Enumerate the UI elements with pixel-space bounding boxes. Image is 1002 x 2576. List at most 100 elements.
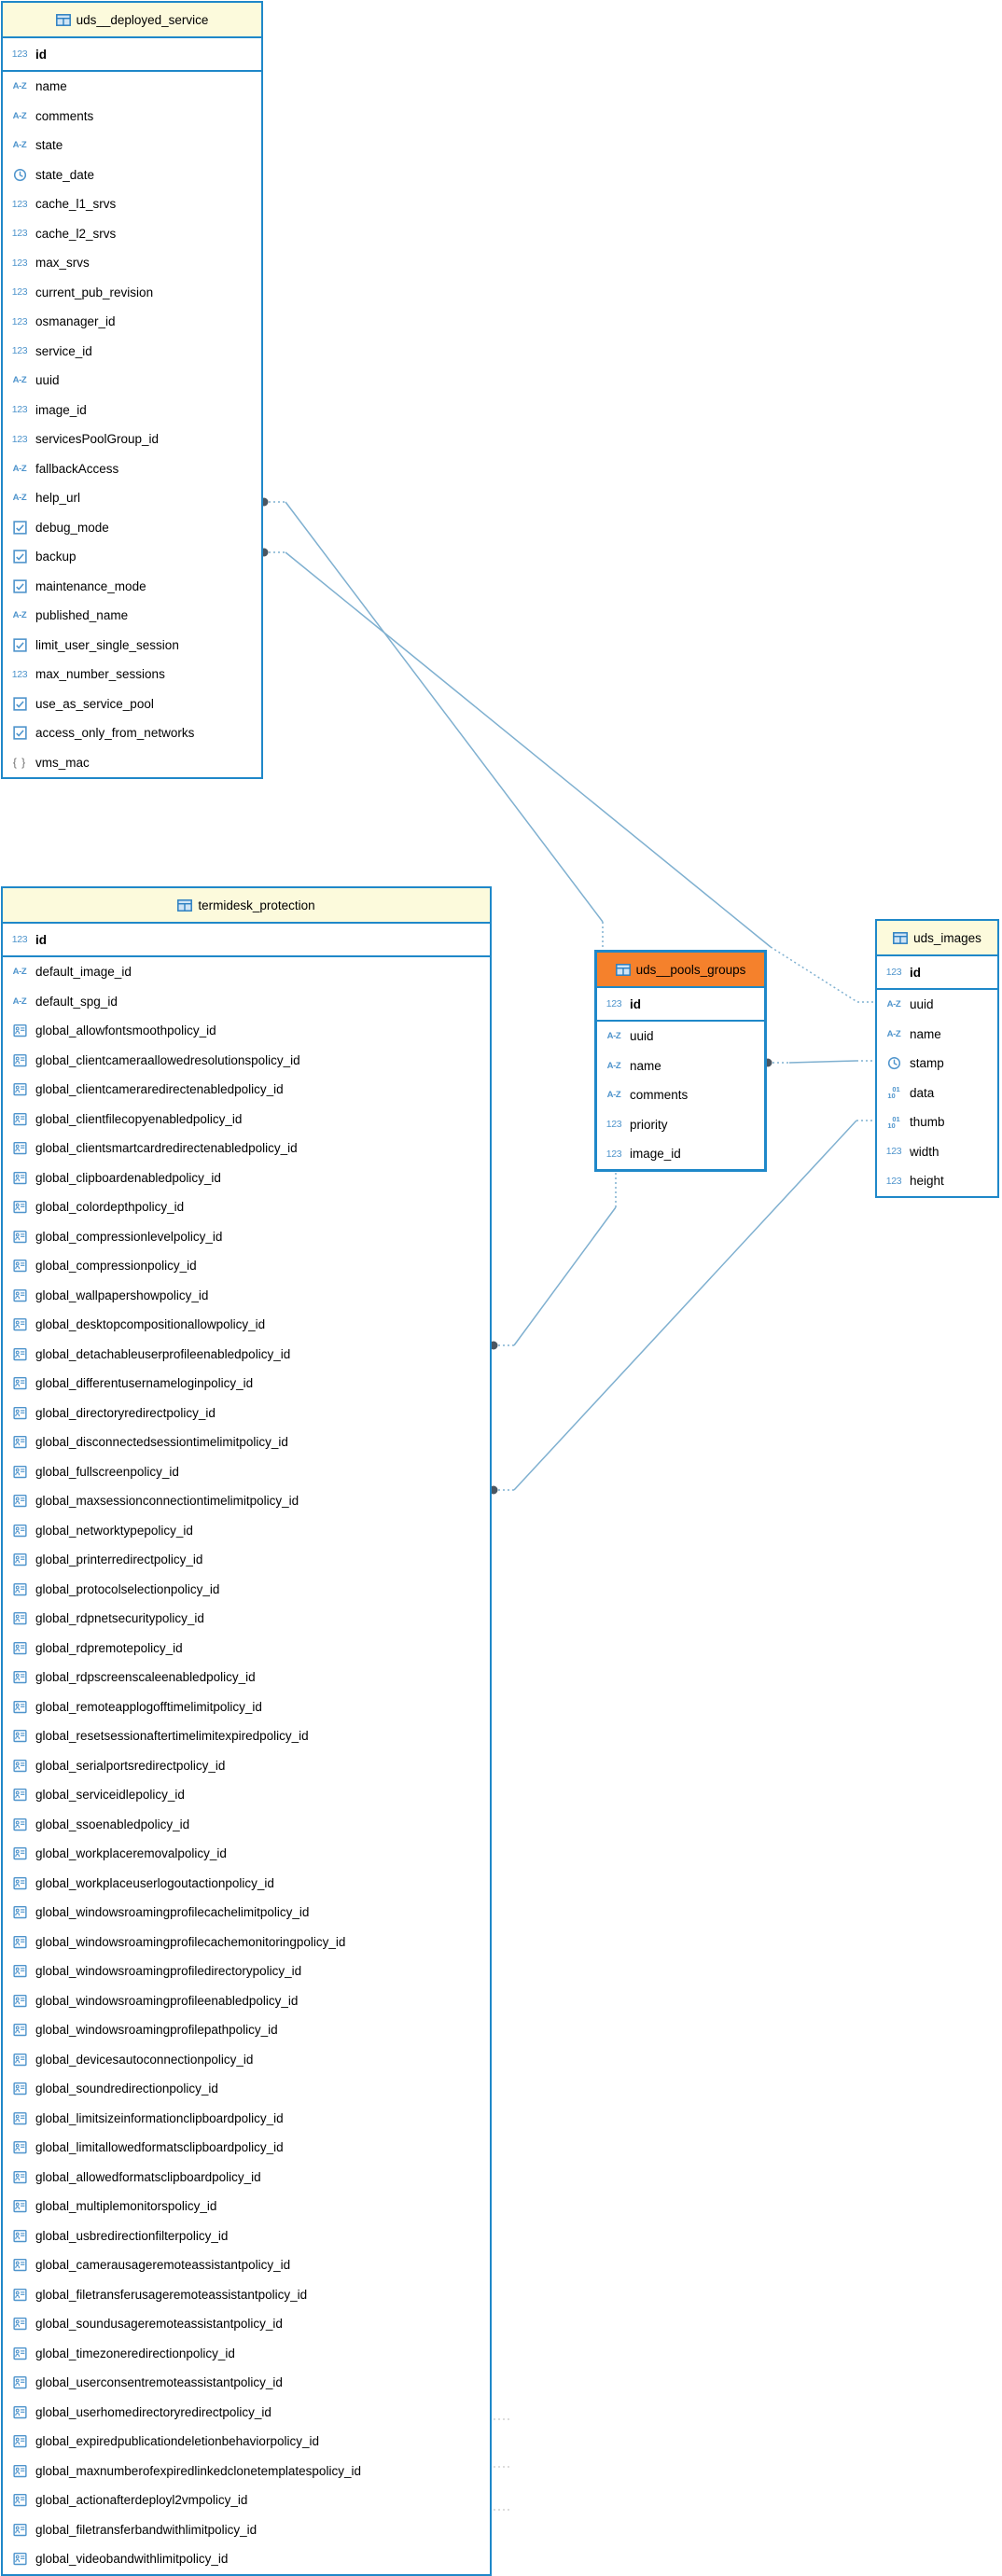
column-row-global_differentusernameloginpolicy_id[interactable]: global_differentusernameloginpolicy_id: [3, 1369, 490, 1399]
column-row-global_soundredirectionpolicy_id[interactable]: global_soundredirectionpolicy_id: [3, 2074, 490, 2104]
column-row-global_compressionpolicy_id[interactable]: global_compressionpolicy_id: [3, 1251, 490, 1281]
relation-line-termidesk_protection-to-uds__pools_groups[interactable]: [489, 1168, 617, 1350]
column-row-global_rdpscreenscaleenabledpolicy_id[interactable]: global_rdpscreenscaleenabledpolicy_id: [3, 1663, 490, 1692]
column-row-global_serialportsredirectpolicy_id[interactable]: global_serialportsredirectpolicy_id: [3, 1751, 490, 1781]
column-row-global_ssoenabledpolicy_id[interactable]: global_ssoenabledpolicy_id: [3, 1810, 490, 1840]
column-row-use_as_service_pool[interactable]: use_as_service_pool: [3, 689, 261, 719]
column-row-limit_user_single_session[interactable]: limit_user_single_session: [3, 631, 261, 661]
column-row-global_filetransferbandwithlimitpolicy_id[interactable]: global_filetransferbandwithlimitpolicy_i…: [3, 2515, 490, 2545]
column-row-backup[interactable]: backup: [3, 542, 261, 572]
column-row-vms_mac[interactable]: { }vms_mac: [3, 748, 261, 778]
column-row-global_devicesautoconnectionpolicy_id[interactable]: global_devicesautoconnectionpolicy_id: [3, 2045, 490, 2075]
column-row-global_windowsroamingprofiledirectorypolicy_id[interactable]: global_windowsroamingprofiledirectorypol…: [3, 1956, 490, 1986]
column-row-global_rdpnetsecuritypolicy_id[interactable]: global_rdpnetsecuritypolicy_id: [3, 1604, 490, 1634]
column-row-global_colordepthpolicy_id[interactable]: global_colordepthpolicy_id: [3, 1192, 490, 1222]
column-row-state_date[interactable]: state_date: [3, 160, 261, 190]
column-row-global_directoryredirectpolicy_id[interactable]: global_directoryredirectpolicy_id: [3, 1399, 490, 1428]
column-row-global_windowsroamingprofileenabledpolicy_id[interactable]: global_windowsroamingprofileenabledpolic…: [3, 1986, 490, 2016]
column-row-global_soundusageremoteassistantpolicy_id[interactable]: global_soundusageremoteassistantpolicy_i…: [3, 2309, 490, 2339]
column-row-global_clipboardenabledpolicy_id[interactable]: global_clipboardenabledpolicy_id: [3, 1163, 490, 1193]
column-row-global_printerredirectpolicy_id[interactable]: global_printerredirectpolicy_id: [3, 1545, 490, 1575]
column-row-global_clientcameraredirectenabledpolicy_id[interactable]: global_clientcameraredirectenabledpolicy…: [3, 1075, 490, 1105]
column-row-global_clientcameraallowedresolutionspolicy_id[interactable]: global_clientcameraallowedresolutionspol…: [3, 1046, 490, 1076]
column-row-global_userconsentremoteassistantpolicy_id[interactable]: global_userconsentremoteassistantpolicy_…: [3, 2368, 490, 2398]
column-row-debug_mode[interactable]: debug_mode: [3, 513, 261, 543]
column-row-global_windowsroamingprofilepathpolicy_id[interactable]: global_windowsroamingprofilepathpolicy_i…: [3, 2015, 490, 2045]
column-row-access_only_from_networks[interactable]: access_only_from_networks: [3, 718, 261, 748]
column-row-global_clientfilecopyenabledpolicy_id[interactable]: global_clientfilecopyenabledpolicy_id: [3, 1105, 490, 1135]
column-row-maintenance_mode[interactable]: maintenance_mode: [3, 572, 261, 602]
column-row-global_allowfontsmoothpolicy_id[interactable]: global_allowfontsmoothpolicy_id: [3, 1016, 490, 1046]
column-row-global_allowedformatsclipboardpolicy_id[interactable]: global_allowedformatsclipboardpolicy_id: [3, 2163, 490, 2193]
column-row-global_serviceidlepolicy_id[interactable]: global_serviceidlepolicy_id: [3, 1780, 490, 1810]
column-row-global_workplaceuserlogoutactionpolicy_id[interactable]: global_workplaceuserlogoutactionpolicy_i…: [3, 1869, 490, 1899]
column-row-global_maxsessionconnectiontimelimitpolicy_id[interactable]: global_maxsessionconnectiontimelimitpoli…: [3, 1486, 490, 1516]
column-row-global_limitallowedformatsclipboardpolicy_id[interactable]: global_limitallowedformatsclipboardpolic…: [3, 2133, 490, 2163]
column-row-global_camerausageremoteassistantpolicy_id[interactable]: global_camerausageremoteassistantpolicy_…: [3, 2250, 490, 2280]
column-row-stamp[interactable]: stamp: [877, 1049, 997, 1079]
column-row-global_limitsizeinformationclipboardpolicy_id[interactable]: global_limitsizeinformationclipboardpoli…: [3, 2104, 490, 2134]
relation-line-uds__deployed_service-to-uds__pools_groups[interactable]: [259, 497, 604, 952]
column-row-global_desktopcompositionallowpolicy_id[interactable]: global_desktopcompositionallowpolicy_id: [3, 1310, 490, 1340]
relation-line-uds__pools_groups-to-uds_images[interactable]: [763, 1058, 875, 1067]
column-row-global_actionafterdeployl2vmpolicy_id[interactable]: global_actionafterdeployl2vmpolicy_id: [3, 2485, 490, 2515]
column-row-global_detachableuserprofileenabledpolicy_id[interactable]: global_detachableuserprofileenabledpolic…: [3, 1340, 490, 1370]
column-row-global_multiplemonitorspolicy_id[interactable]: global_multiplemonitorspolicy_id: [3, 2192, 490, 2221]
column-row-global_maxnumberofexpiredlinkedclonetemplatespolicy_id[interactable]: global_maxnumberofexpiredlinkedclonetemp…: [3, 2457, 490, 2486]
relation-line-termidesk_protection-to-uds_images[interactable]: [489, 1120, 875, 1495]
column-row-global_resetsessionaftertimelimitexpiredpolicy_id[interactable]: global_resetsessionaftertimelimitexpired…: [3, 1721, 490, 1751]
column-row-global_windowsroamingprofilecachemonitoringpolicy_id[interactable]: global_windowsroamingprofilecachemonitor…: [3, 1928, 490, 1957]
column-row-global_clientsmartcardredirectenabledpolicy_id[interactable]: global_clientsmartcardredirectenabledpol…: [3, 1134, 490, 1163]
column-row-global_timezoneredirectionpolicy_id[interactable]: global_timezoneredirectionpolicy_id: [3, 2339, 490, 2369]
column-row-global_disconnectedsessiontimelimitpolicy_id[interactable]: global_disconnectedsessiontimelimitpolic…: [3, 1427, 490, 1457]
column-row-global_workplaceremovalpolicy_id[interactable]: global_workplaceremovalpolicy_id: [3, 1839, 490, 1869]
column-row-global_remoteapplogofftimelimitpolicy_id[interactable]: global_remoteapplogofftimelimitpolicy_id: [3, 1692, 490, 1722]
column-row-global_networktypepolicy_id[interactable]: global_networktypepolicy_id: [3, 1516, 490, 1546]
column-row-global_protocolselectionpolicy_id[interactable]: global_protocolselectionpolicy_id: [3, 1575, 490, 1605]
column-row-global_filetransferusageremoteassistantpolicy_id[interactable]: global_filetransferusageremoteassistantp…: [3, 2280, 490, 2310]
column-row-global_windowsroamingprofilecachelimitpolicy_id[interactable]: global_windowsroamingprofilecachelimitpo…: [3, 1898, 490, 1928]
column-row-global_expiredpublicationdeletionbehaviorpolicy_id[interactable]: global_expiredpublicationdeletionbehavio…: [3, 2427, 490, 2457]
column-row-global_rdpremotepolicy_id[interactable]: global_rdpremotepolicy_id: [3, 1634, 490, 1664]
column-row-global_fullscreenpolicy_id[interactable]: global_fullscreenpolicy_id: [3, 1457, 490, 1487]
column-row-global_compressionlevelpolicy_id[interactable]: global_compressionlevelpolicy_id: [3, 1222, 490, 1252]
column-row-global_wallpapershowpolicy_id[interactable]: global_wallpapershowpolicy_id: [3, 1281, 490, 1311]
